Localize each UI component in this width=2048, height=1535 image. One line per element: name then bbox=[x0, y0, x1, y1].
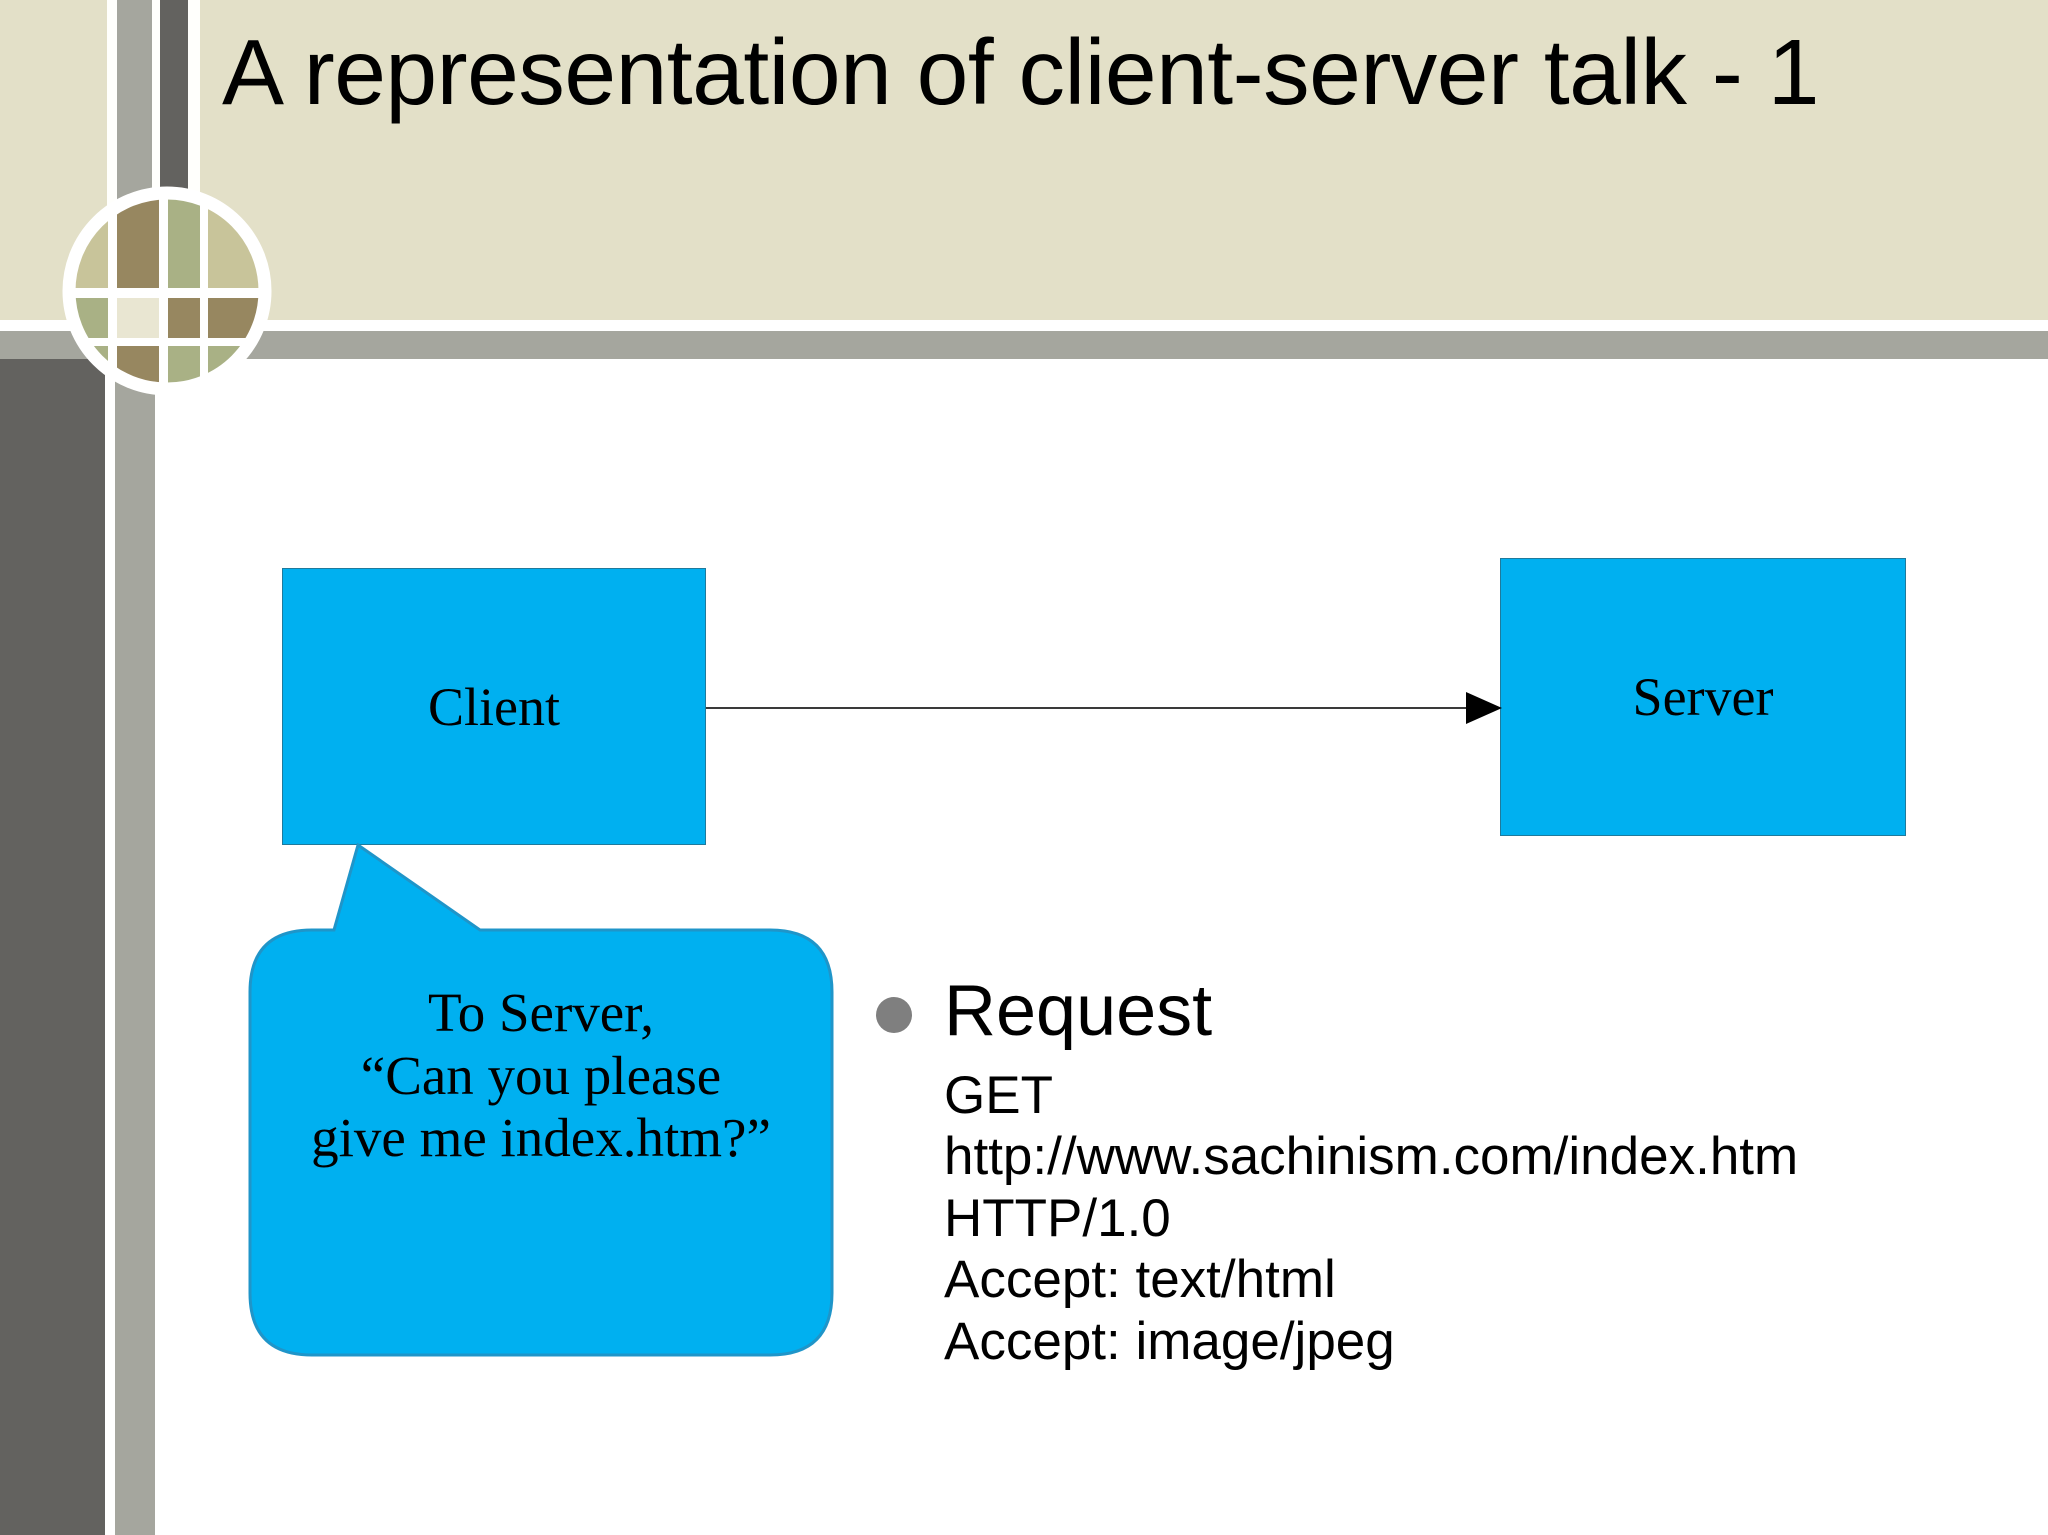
circle-ornament-icon bbox=[62, 186, 272, 396]
request-detail-line-1: GET bbox=[944, 1066, 1053, 1125]
sidebar-band-gap-2 bbox=[155, 359, 165, 1535]
speech-bubble-line-2: “Can you please bbox=[360, 1044, 722, 1106]
server-node-label: Server bbox=[1632, 667, 1774, 727]
request-detail-block: GET http://www.sachinism.com/index.htm H… bbox=[944, 1065, 1798, 1372]
server-node-box[interactable]: Server bbox=[1500, 558, 1906, 836]
sidebar-band-dark bbox=[0, 359, 105, 1535]
request-arrow-head-icon bbox=[1466, 692, 1502, 724]
sidebar-band-gap-1 bbox=[105, 359, 115, 1535]
speech-bubble-line-3: give me index.htm?” bbox=[311, 1107, 771, 1169]
title-band bbox=[0, 0, 2048, 320]
header-stripe-gap-2 bbox=[152, 0, 160, 320]
header-rule-gap bbox=[0, 320, 2048, 331]
header-rule-underline bbox=[0, 359, 2048, 367]
client-node-box[interactable]: Client bbox=[282, 568, 706, 845]
page-title: A representation of client-server talk -… bbox=[222, 20, 1819, 124]
bullet-dot-icon bbox=[876, 997, 912, 1033]
client-node-label: Client bbox=[428, 676, 560, 737]
header-stripe-gap-1 bbox=[107, 0, 117, 320]
speech-bubble-line-1: To Server, bbox=[427, 982, 655, 1043]
speech-bubble-shape-icon bbox=[248, 842, 834, 1357]
bullet-item-request: Request bbox=[876, 975, 1212, 1047]
bullet-heading-request: Request bbox=[944, 971, 1213, 1051]
request-detail-line-3: HTTP/1.0 bbox=[944, 1188, 1171, 1248]
request-detail-line-2: http://www.sachinism.com/index.htm bbox=[944, 1127, 1799, 1187]
request-detail-line-5: Accept: image/jpeg bbox=[944, 1311, 1395, 1371]
speech-bubble-text: To Server, “Can you please give me index… bbox=[246, 982, 836, 1170]
client-speech-bubble: To Server, “Can you please give me index… bbox=[246, 840, 836, 1360]
request-detail-line-4: Accept: text/html bbox=[944, 1250, 1336, 1310]
sidebar-band-gray bbox=[115, 359, 155, 1535]
request-arrow-line bbox=[706, 707, 1476, 709]
header-divider-rule bbox=[0, 331, 2048, 359]
